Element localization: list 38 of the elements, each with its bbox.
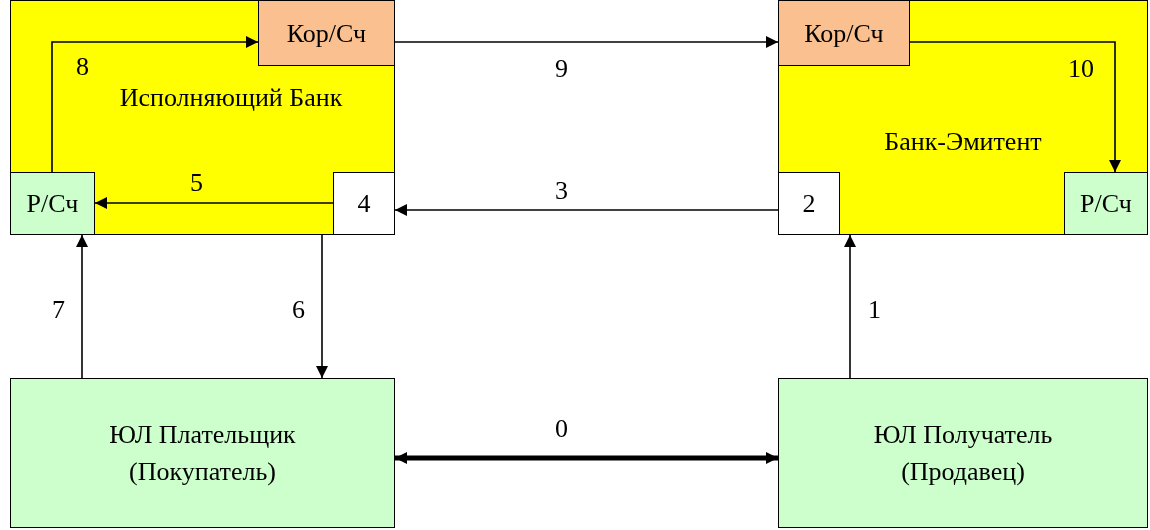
account-box [258, 0, 395, 66]
edge-label: 9 [555, 54, 568, 84]
arrow [909, 41, 1121, 173]
edge-label: 6 [292, 295, 305, 325]
arrow [394, 204, 779, 216]
node-text: Р/Сч [25, 188, 80, 220]
arrow [51, 36, 259, 173]
step-box [333, 172, 395, 235]
party-box [778, 378, 1148, 528]
edge-label: 0 [555, 414, 568, 444]
arrow [394, 36, 779, 48]
account-box [778, 0, 910, 66]
edge-label: 1 [868, 295, 881, 325]
node-text: Банк-Эмитент [883, 126, 1043, 158]
step-box [778, 172, 840, 235]
arrow [76, 234, 88, 379]
edge-label: 7 [52, 295, 65, 325]
edge-label: 8 [76, 52, 89, 82]
party-box [10, 378, 395, 528]
edge-label: 3 [555, 176, 568, 206]
node-text: ЮЛ Получатель (Продавец) [872, 419, 1054, 488]
arrow [94, 197, 334, 209]
bank-box [10, 0, 395, 235]
node-text: ЮЛ Плательщик (Покупатель) [108, 419, 297, 488]
node-text: 2 [801, 188, 817, 220]
edge-label: 5 [190, 168, 203, 198]
edge-label: 10 [1068, 54, 1094, 84]
node-text: Р/Сч [1079, 188, 1133, 220]
arrow [316, 234, 328, 379]
node-text: Кор/Сч [285, 17, 368, 50]
node-text: Кор/Сч [803, 17, 885, 50]
node-text: Исполняющий Банк [118, 82, 344, 114]
bank-box [778, 0, 1148, 235]
account-box [1064, 172, 1148, 235]
arrow [395, 452, 778, 464]
arrow [844, 234, 856, 379]
account-box [10, 172, 95, 235]
node-text: 4 [356, 188, 372, 220]
